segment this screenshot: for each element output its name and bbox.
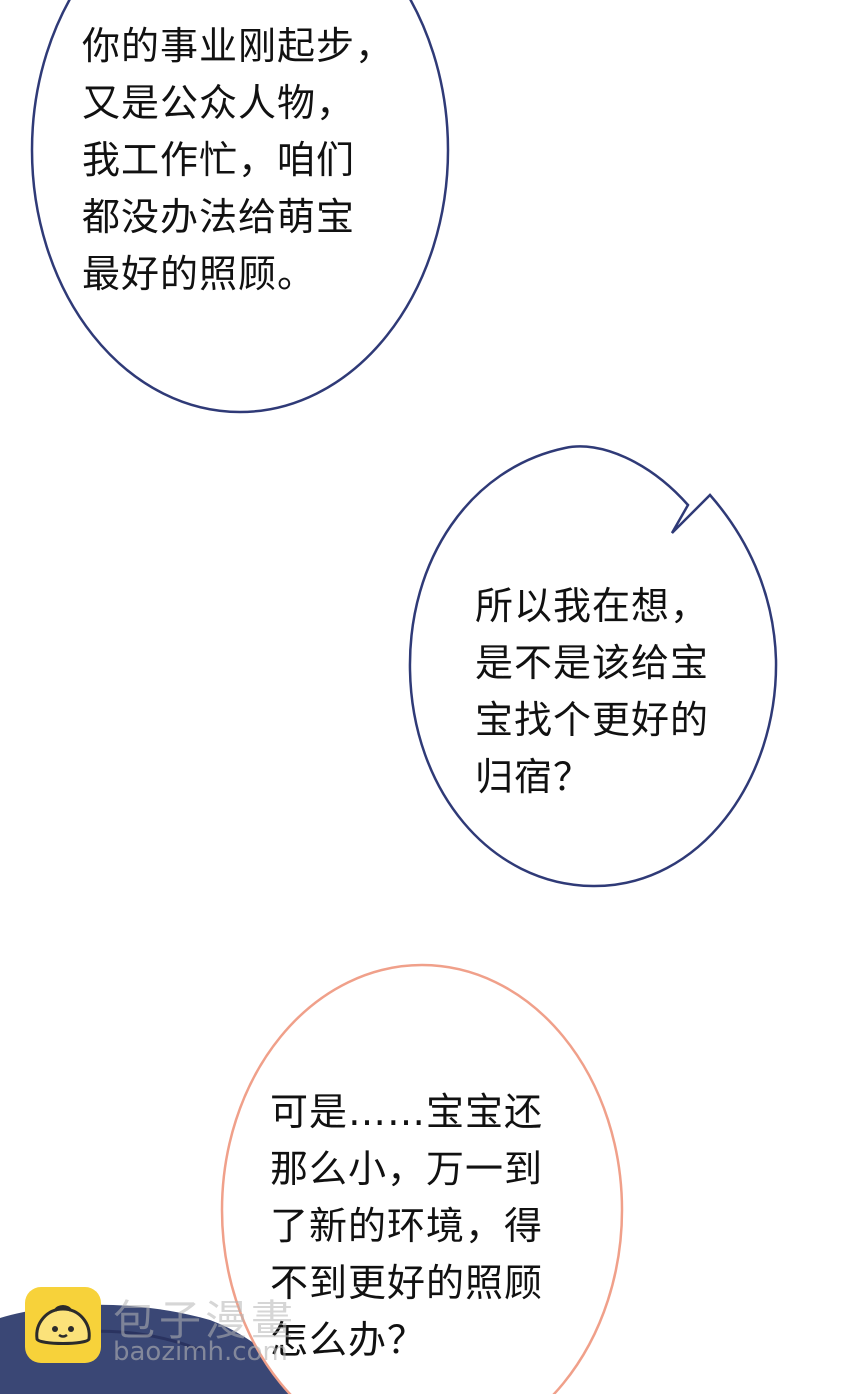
watermark-site-name: 包子漫畫	[113, 1296, 298, 1345]
speech-bubble-3-text: 可是……宝宝还 那么小，万一到 了新的环境，得 不到更好的照顾 怎么办？	[270, 1084, 543, 1369]
bubble-2-line-4: 归宿？	[475, 755, 593, 799]
bubble-2-line-1: 所以我在想，	[475, 584, 710, 628]
bubble-2-line-3: 宝找个更好的	[475, 698, 710, 742]
bubble-1-line-2: 又是公众人物，	[82, 81, 356, 125]
bubble-1-line-3: 我工作忙，咱们	[82, 138, 356, 182]
bubble-3-line-5: 怎么办？	[270, 1318, 427, 1362]
bubble-3-line-4: 不到更好的照顾	[270, 1261, 544, 1305]
speech-bubble-3-outline	[220, 963, 624, 1394]
bubble-3-line-1: 可是……宝宝还	[270, 1090, 544, 1134]
bubble-3-line-3: 了新的环境，得	[270, 1204, 544, 1248]
speech-bubble-1-outline	[30, 0, 450, 414]
bubble-1-line-4: 都没办法给萌宝	[82, 195, 356, 239]
bubble-1-line-5: 最好的照顾。	[82, 252, 317, 296]
speech-bubble-2-text: 所以我在想， 是不是该给宝 宝找个更好的 归宿？	[475, 578, 709, 806]
watermark-url: baozimh.com	[113, 1337, 288, 1367]
speech-bubble-2-outline	[408, 445, 778, 888]
bubble-2-line-2: 是不是该给宝	[475, 641, 710, 685]
speech-bubble-1-text: 你的事业刚起步， 又是公众人物， 我工作忙，咱们 都没办法给萌宝 最好的照顾。	[82, 18, 394, 303]
bubble-3-line-2: 那么小，万一到	[270, 1147, 544, 1191]
bubble-1-line-1: 你的事业刚起步，	[82, 24, 395, 68]
bun-mascot-icon	[25, 1287, 101, 1363]
site-watermark: 包子漫畫 baozimh.com	[25, 1287, 355, 1369]
